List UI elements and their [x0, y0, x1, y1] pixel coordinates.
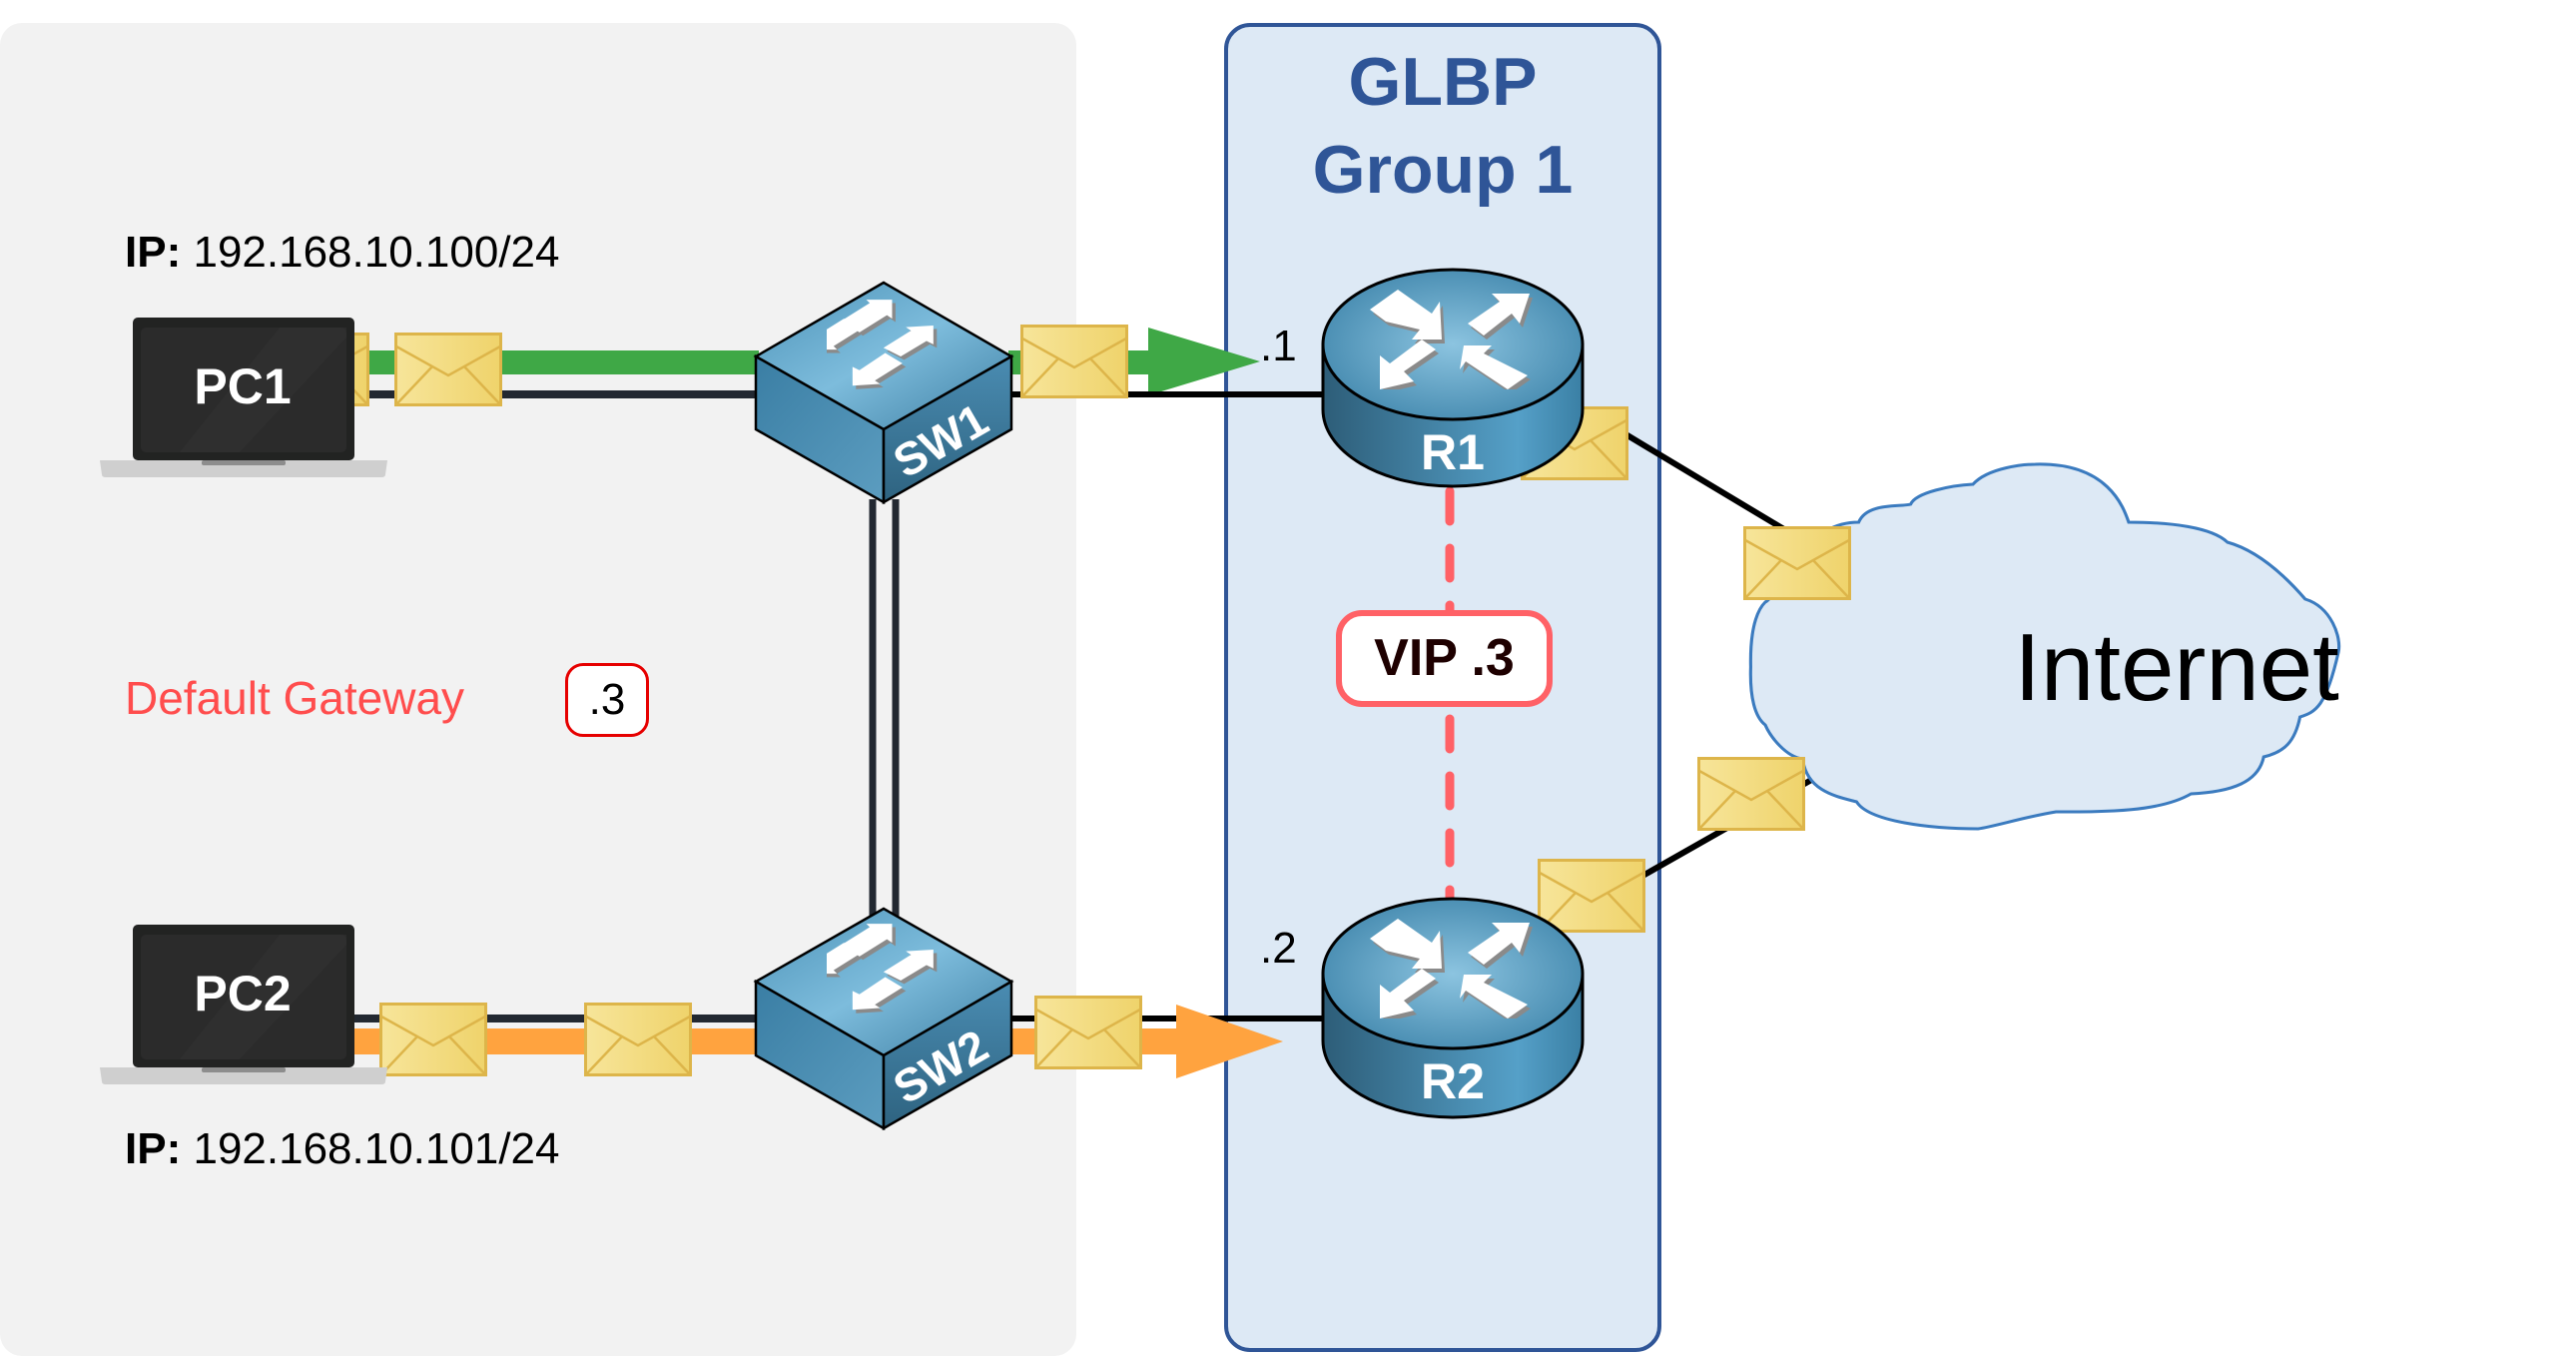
r2-interface-label: .2	[1260, 924, 1297, 973]
pc2-ip-label: IP: 192.168.10.101/24	[125, 1124, 560, 1174]
router-top	[1321, 268, 1585, 421]
glbp-title-line2: Group 1	[1312, 132, 1574, 208]
switch-right-face	[882, 353, 1013, 505]
switch-sw2[interactable]: SW2	[753, 907, 1014, 1131]
pc1-ip-label: IP: 192.168.10.100/24	[125, 228, 560, 278]
internet-cloud[interactable]	[1748, 462, 2341, 831]
packet-envelope-icon	[1697, 757, 1805, 831]
router-label: R2	[1421, 1053, 1485, 1109]
host-pc2[interactable]: PC2	[100, 925, 387, 1084]
default-gateway-label: Default Gateway	[125, 672, 465, 724]
host-label: PC1	[194, 358, 291, 414]
switch-right-face	[882, 979, 1013, 1131]
host-label: PC2	[194, 966, 291, 1021]
packet-envelope-icon	[1034, 996, 1142, 1069]
vip-badge: VIP .3	[1336, 610, 1553, 707]
switch-sw1[interactable]: SW1	[753, 281, 1014, 505]
pc1-flow-arrow	[1148, 328, 1260, 395]
internet-label: Internet	[2014, 614, 2339, 721]
ip-prefix: IP:	[125, 228, 182, 277]
packet-envelope-icon	[584, 1003, 692, 1076]
packet-envelope-icon	[379, 1003, 487, 1076]
router-r2[interactable]: R2	[1321, 897, 1585, 1119]
ip-address: 192.168.10.101/24	[193, 1124, 560, 1173]
packet-envelope-icon	[1020, 325, 1128, 398]
pc2-flow-arrow	[1176, 1005, 1283, 1078]
router-top	[1321, 897, 1585, 1050]
ip-address: 192.168.10.100/24	[193, 228, 560, 277]
host-pc1[interactable]: PC1	[100, 318, 387, 477]
router-label: R1	[1421, 424, 1485, 480]
packet-envelope-icon	[394, 333, 502, 406]
ip-prefix: IP:	[125, 1124, 182, 1173]
packet-envelope-icon	[1743, 526, 1851, 600]
r1-interface-label: .1	[1260, 322, 1297, 370]
default-gateway-value: .3	[565, 663, 649, 737]
glbp-title-line1: GLBP	[1348, 44, 1538, 120]
packet-envelope-icon	[1538, 859, 1645, 933]
router-r1[interactable]: R1	[1321, 268, 1585, 488]
